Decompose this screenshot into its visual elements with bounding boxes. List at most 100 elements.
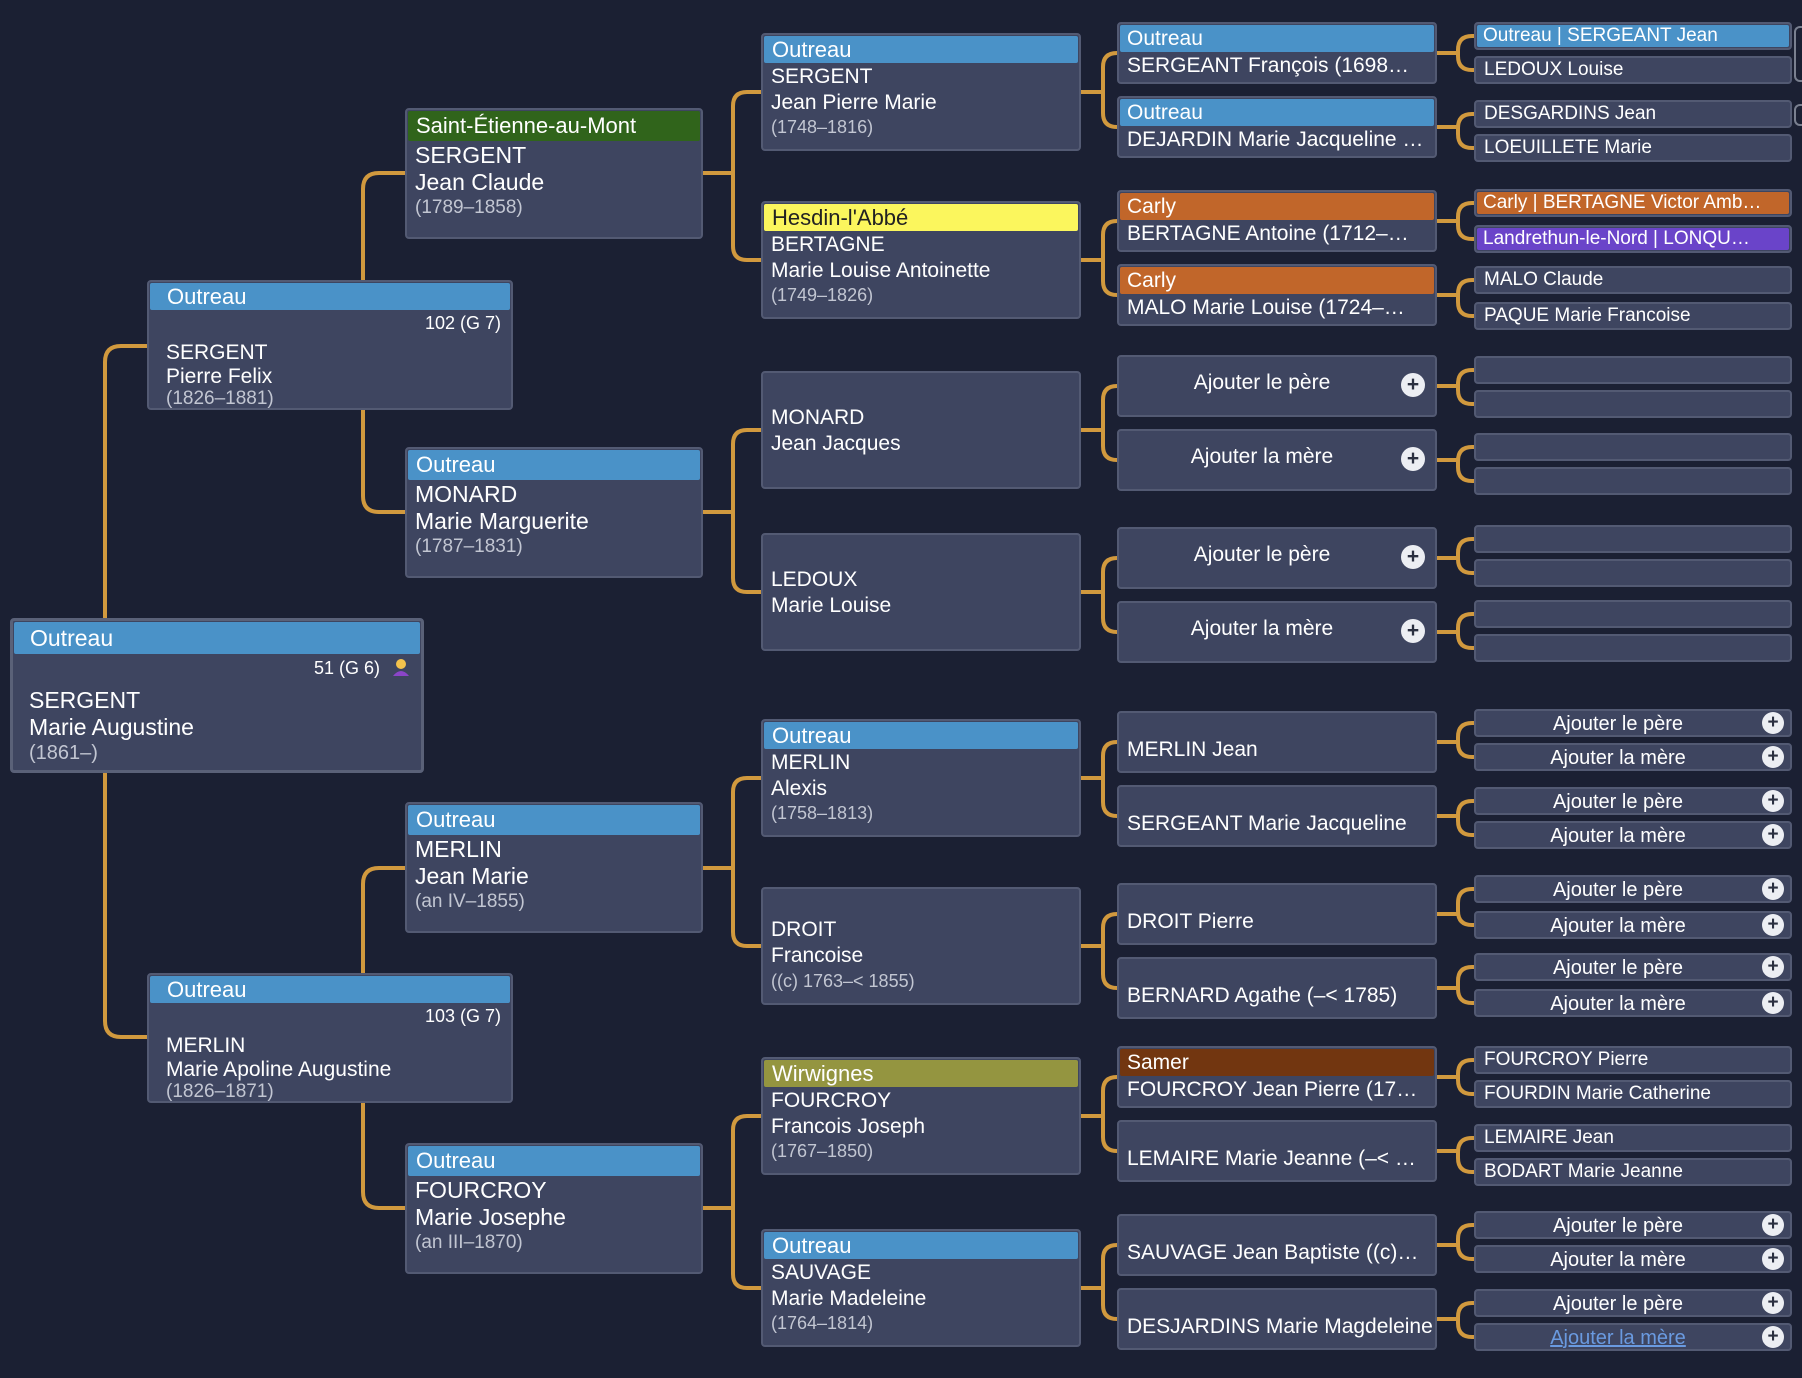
grandparent-card[interactable]: Outreau MONARD Marie Marguerite (1787–18… bbox=[405, 447, 703, 578]
life-dates: (1787–1831) bbox=[415, 536, 523, 557]
gen5-card[interactable]: FOURDIN Marie Catherine bbox=[1474, 1080, 1792, 1108]
given-names: Francois Joseph bbox=[771, 1115, 926, 1138]
gen5-card[interactable]: Landrethun-le-Nord | LONQU… bbox=[1474, 225, 1792, 253]
ancestor-card[interactable]: BERNARD Agathe (–< 1785) bbox=[1117, 957, 1437, 1019]
ancestor-name: DEJARDIN Marie Jacqueline … bbox=[1127, 128, 1424, 151]
add-father-button[interactable]: Ajouter le père+ bbox=[1474, 709, 1792, 737]
gen5-card[interactable]: Carly | BERTAGNE Victor Amb… bbox=[1474, 189, 1792, 217]
plus-icon: + bbox=[1401, 545, 1425, 569]
grandparent-card[interactable]: Outreau FOURCROY Marie Josephe (an III–1… bbox=[405, 1143, 703, 1274]
add-mother-button[interactable]: Ajouter la mère+ bbox=[1474, 989, 1792, 1017]
ancestor-card[interactable]: DESJARDINS Marie Magdeleine bbox=[1117, 1288, 1437, 1350]
grandparent-card[interactable]: Outreau MERLIN Jean Marie (an IV–1855) bbox=[405, 802, 703, 933]
connector-line bbox=[1101, 740, 1118, 818]
gen5-card[interactable]: DESGARDINS Jean bbox=[1474, 100, 1792, 128]
add-father-button[interactable]: Ajouter le père+ bbox=[1474, 875, 1792, 903]
gen5-card[interactable]: FOURCROY Pierre bbox=[1474, 1046, 1792, 1074]
empty-slot[interactable] bbox=[1474, 559, 1792, 587]
add-father-button[interactable]: Ajouter le père+ bbox=[1474, 953, 1792, 981]
great-grandparent-card[interactable]: MONARD Jean Jacques bbox=[761, 371, 1081, 489]
ancestor-card[interactable]: Samer FOURCROY Jean Pierre (17… bbox=[1117, 1046, 1437, 1108]
great-grandparent-card[interactable]: LEDOUX Marie Louise bbox=[761, 533, 1081, 651]
add-mother-button[interactable]: Ajouter la mère+ bbox=[1474, 911, 1792, 939]
gen5-card[interactable]: Outreau | SERGEANT Jean bbox=[1474, 22, 1792, 50]
empty-slot[interactable] bbox=[1474, 634, 1792, 662]
life-dates: (an III–1870) bbox=[415, 1232, 523, 1253]
ancestor-name: FOURCROY Jean Pierre (17… bbox=[1127, 1078, 1418, 1101]
given-names: Marie Louise Antoinette bbox=[771, 259, 991, 282]
ancestor-card[interactable]: Outreau DEJARDIN Marie Jacqueline … bbox=[1117, 96, 1437, 158]
empty-slot[interactable] bbox=[1474, 390, 1792, 418]
great-grandparent-card[interactable]: Outreau MERLIN Alexis (1758–1813) bbox=[761, 719, 1081, 837]
great-grandparent-card[interactable]: Wirwignes FOURCROY Francois Joseph (1767… bbox=[761, 1057, 1081, 1175]
add-label: Ajouter le père bbox=[1193, 543, 1331, 566]
add-father-button[interactable]: Ajouter le père+ bbox=[1474, 1289, 1792, 1317]
plus-icon: + bbox=[1762, 914, 1784, 936]
gen5-card[interactable]: LEMAIRE Jean bbox=[1474, 1124, 1792, 1152]
add-label: Ajouter la mère bbox=[1550, 825, 1686, 847]
connector-line bbox=[103, 344, 147, 618]
add-mother-button-hovered[interactable]: Ajouter la mère+ bbox=[1474, 1323, 1792, 1351]
gen5-label: LEDOUX Louise bbox=[1484, 59, 1624, 80]
gen5-card[interactable]: PAQUE Marie Francoise bbox=[1474, 302, 1792, 330]
ancestor-card[interactable]: MERLIN Jean bbox=[1117, 711, 1437, 773]
add-label: Ajouter la mère bbox=[1550, 747, 1686, 769]
ancestor-card[interactable]: SERGEANT Marie Jacqueline bbox=[1117, 785, 1437, 847]
plus-icon: + bbox=[1762, 1214, 1784, 1236]
plus-icon: + bbox=[1762, 1292, 1784, 1314]
person-icon bbox=[393, 659, 409, 676]
father-card[interactable]: Outreau 102 (G 7) SERGENT Pierre Felix (… bbox=[147, 280, 513, 410]
given-names: Alexis bbox=[771, 777, 828, 800]
place-header: Wirwignes bbox=[764, 1060, 1078, 1087]
plus-icon: + bbox=[1762, 956, 1784, 978]
great-grandparent-card[interactable]: Outreau SAUVAGE Marie Madeleine (1764–18… bbox=[761, 1229, 1081, 1347]
ancestor-card[interactable]: SAUVAGE Jean Baptiste ((c)… bbox=[1117, 1214, 1437, 1276]
surname: FOURCROY bbox=[415, 1177, 547, 1203]
connector-line bbox=[1101, 556, 1118, 634]
gen5-card[interactable]: LOEUILLETE Marie bbox=[1474, 134, 1792, 162]
great-grandparent-card[interactable]: Outreau SERGENT Jean Pierre Marie (1748–… bbox=[761, 33, 1081, 151]
ancestor-card[interactable]: Carly MALO Marie Louise (1724–… bbox=[1117, 264, 1437, 326]
add-father-button[interactable]: Ajouter le père + bbox=[1117, 527, 1437, 589]
place-header: Outreau bbox=[764, 722, 1078, 749]
gen5-label: LOEUILLETE Marie bbox=[1484, 137, 1652, 158]
ancestor-card[interactable]: Outreau SERGEANT François (1698… bbox=[1117, 22, 1437, 84]
add-mother-button[interactable]: Ajouter la mère+ bbox=[1474, 1245, 1792, 1273]
connector-line bbox=[1456, 721, 1474, 759]
add-label: Ajouter le père bbox=[1552, 1215, 1684, 1237]
ancestor-card[interactable]: LEMAIRE Marie Jeanne (–< … bbox=[1117, 1120, 1437, 1182]
add-father-button[interactable]: Ajouter le père + bbox=[1117, 355, 1437, 417]
ancestor-name: MALO Marie Louise (1724–… bbox=[1127, 296, 1405, 319]
ancestor-name: SAUVAGE Jean Baptiste ((c)… bbox=[1127, 1241, 1419, 1264]
add-mother-button[interactable]: Ajouter la mère + bbox=[1117, 601, 1437, 663]
grandparent-card[interactable]: Saint-Étienne-au-Mont SERGENT Jean Claud… bbox=[405, 108, 703, 239]
empty-slot[interactable] bbox=[1474, 600, 1792, 628]
empty-slot[interactable] bbox=[1474, 467, 1792, 495]
given-names: Marie Marguerite bbox=[415, 508, 589, 534]
empty-slot[interactable] bbox=[1474, 356, 1792, 384]
life-dates: (1748–1816) bbox=[771, 117, 874, 137]
place-header: Outreau bbox=[764, 36, 1078, 63]
ancestor-name: MERLIN Jean bbox=[1127, 738, 1258, 761]
gen5-card[interactable]: LEDOUX Louise bbox=[1474, 56, 1792, 84]
add-father-button[interactable]: Ajouter le père + bbox=[1474, 1211, 1792, 1239]
root-person-card[interactable]: Outreau 51 (G 6) SERGENT Marie Augustine… bbox=[10, 618, 424, 773]
ancestor-card[interactable]: Carly BERTAGNE Antoine (1712–… bbox=[1117, 190, 1437, 252]
plus-icon: + bbox=[1401, 373, 1425, 397]
add-mother-button[interactable]: Ajouter la mère+ bbox=[1474, 821, 1792, 849]
place-header: Outreau bbox=[150, 283, 510, 310]
add-label: Ajouter le père bbox=[1552, 791, 1684, 813]
empty-slot[interactable] bbox=[1474, 433, 1792, 461]
great-grandparent-card[interactable]: DROIT Francoise ((c) 1763–< 1855) bbox=[761, 887, 1081, 1005]
great-grandparent-card[interactable]: Hesdin-l'Abbé BERTAGNE Marie Louise Anto… bbox=[761, 201, 1081, 319]
gen5-card[interactable]: BODART Marie Jeanne bbox=[1474, 1158, 1792, 1186]
ancestor-name: LEMAIRE Marie Jeanne (–< … bbox=[1127, 1147, 1416, 1170]
empty-slot[interactable] bbox=[1474, 525, 1792, 553]
mother-card[interactable]: Outreau 103 (G 7) MERLIN Marie Apoline A… bbox=[147, 973, 513, 1103]
add-mother-button[interactable]: Ajouter la mère + bbox=[1117, 429, 1437, 491]
gen5-card[interactable]: MALO Claude bbox=[1474, 266, 1792, 294]
ancestor-card[interactable]: DROIT Pierre bbox=[1117, 883, 1437, 945]
given-names: Marie Augustine bbox=[29, 714, 194, 740]
add-mother-button[interactable]: Ajouter la mère+ bbox=[1474, 743, 1792, 771]
add-father-button[interactable]: Ajouter le père+ bbox=[1474, 787, 1792, 815]
